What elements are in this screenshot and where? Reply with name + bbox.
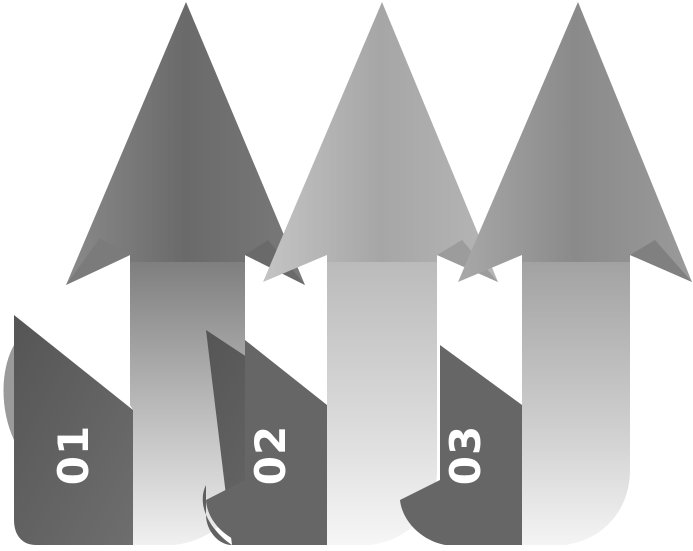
step-01-edge-curl xyxy=(4,345,15,440)
step-03-arrow-head xyxy=(458,2,692,282)
step-02-number: 02 xyxy=(246,425,295,485)
step-03-shaft xyxy=(522,255,630,545)
step-03-number: 03 xyxy=(441,425,490,485)
step-02-arrow-head xyxy=(263,2,498,282)
step-01-number: 01 xyxy=(49,425,98,485)
